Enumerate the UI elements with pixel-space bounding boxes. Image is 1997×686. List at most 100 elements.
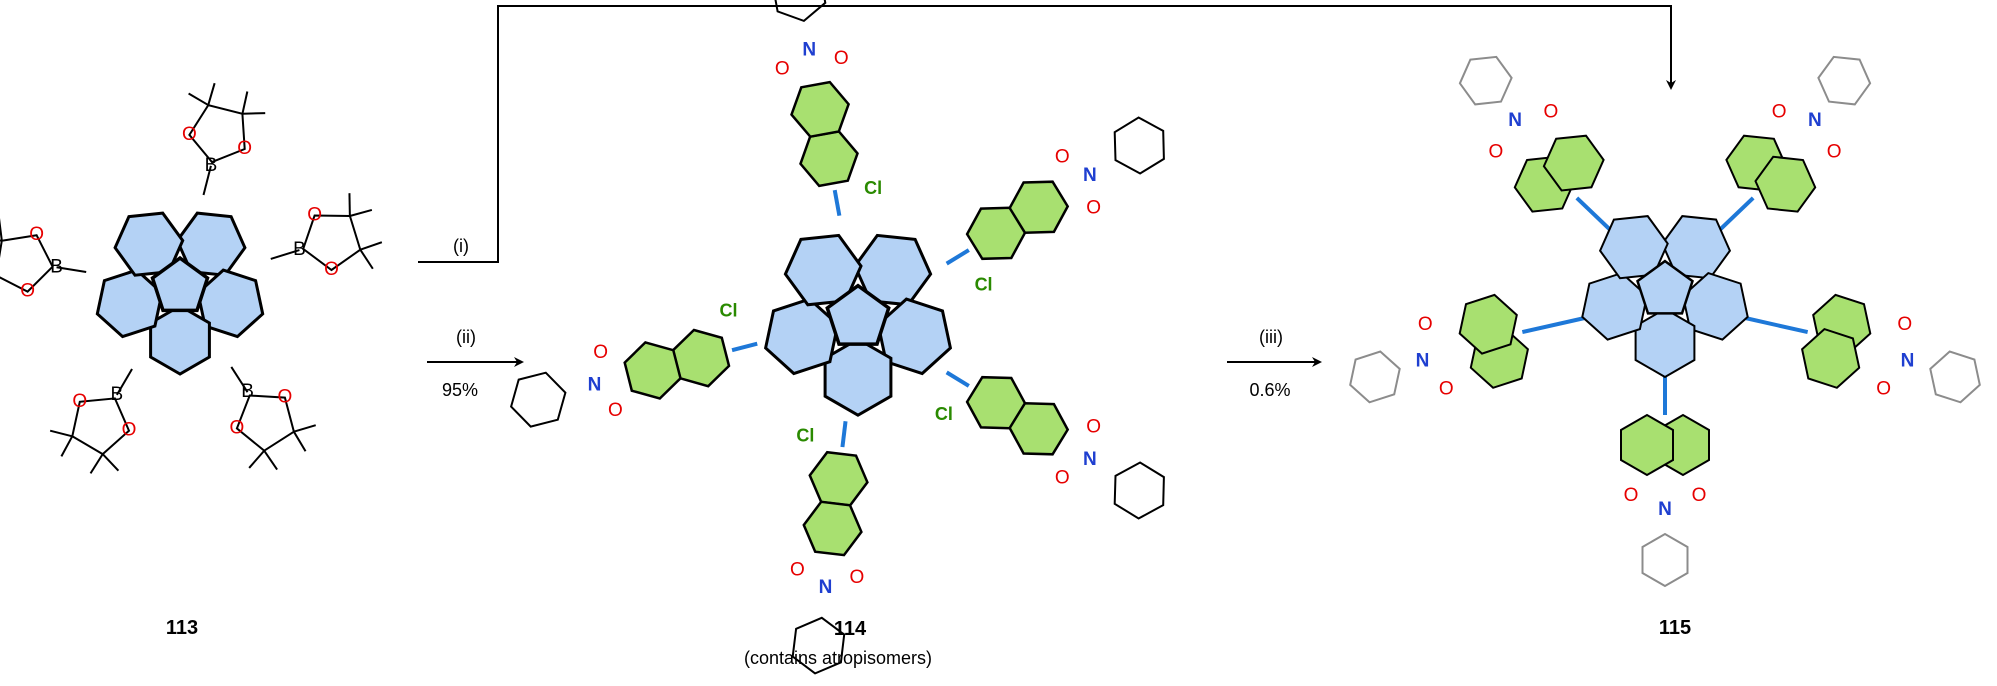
chlorine-atom: Cl xyxy=(796,425,814,445)
boron-atom: B xyxy=(293,239,306,260)
methyl-bond xyxy=(349,209,373,217)
compound-label-115: 115 xyxy=(1659,617,1691,639)
corannulene-core-115 xyxy=(1581,215,1749,379)
c-b-bond xyxy=(116,368,133,396)
compound-label-113: 113 xyxy=(166,617,198,639)
imide-oxygen: O xyxy=(775,59,790,80)
imide-oxygen: O xyxy=(1086,198,1101,219)
step-iii-label: (iii) xyxy=(1259,327,1283,347)
core-pentagon xyxy=(825,283,891,346)
fused-naphthalene-ring xyxy=(1542,134,1605,192)
chlorine-atom: Cl xyxy=(975,274,993,294)
step-iii-yield: 0.6% xyxy=(1249,380,1290,400)
methyl-bond xyxy=(241,91,249,115)
fused-naphthalene-ring xyxy=(1458,293,1518,355)
imide-oxygen: O xyxy=(1055,147,1070,168)
imide-nitrogen: N xyxy=(1808,110,1822,131)
boron-atom: B xyxy=(205,155,218,176)
fused-naphthalene-ring xyxy=(1801,327,1861,389)
dioxaborolane-ring xyxy=(235,394,296,452)
naphthalene-ring xyxy=(802,500,863,557)
diisopropylphenyl-ring xyxy=(791,616,846,675)
compound-label-114: 114 xyxy=(834,618,867,640)
corannulene-core-114 xyxy=(763,233,953,417)
imide-oxygen: O xyxy=(1055,467,1070,488)
oxygen-atom: O xyxy=(324,259,339,280)
compound-note-114: (contains atropisomers) xyxy=(744,648,932,668)
fused-naphthalene-ring xyxy=(1620,413,1674,477)
core-hexagon xyxy=(823,337,893,417)
oxygen-atom: O xyxy=(307,205,322,226)
imide-nitrogen: N xyxy=(1416,350,1430,371)
imide-oxygen: O xyxy=(1488,141,1503,162)
boron-atom: B xyxy=(241,381,254,402)
imide-oxygen: O xyxy=(1692,485,1707,506)
imide-oxygen: O xyxy=(1439,378,1454,399)
aryl-link-bond xyxy=(945,248,970,266)
boron-atom: B xyxy=(111,384,124,405)
fused-link-bond xyxy=(1521,314,1592,335)
imide-oxygen: O xyxy=(850,567,865,588)
core-hexagon xyxy=(1634,307,1696,379)
chlorine-atom: Cl xyxy=(864,178,882,198)
imide-oxygen: O xyxy=(1624,485,1639,506)
methyl-bond xyxy=(242,112,266,115)
aryl-link-bond xyxy=(945,370,970,388)
dioxaborolane-ring xyxy=(302,214,362,272)
methyl-bond xyxy=(49,429,73,438)
oxygen-atom: O xyxy=(229,417,244,438)
methyl-bond xyxy=(0,217,3,241)
imide-nitrogen: N xyxy=(1658,499,1672,520)
naphthalene-ring xyxy=(808,450,869,507)
diisopropylphenyl-ring xyxy=(1929,350,1981,404)
step-ii-yield: 95% xyxy=(442,380,478,400)
imide-nitrogen: N xyxy=(802,39,816,60)
c-b-bond xyxy=(202,165,212,196)
fused-naphthalene-ring xyxy=(1754,155,1817,213)
imide-oxygen: O xyxy=(1772,101,1787,122)
naphthalene-ring xyxy=(799,129,859,188)
methyl-bond xyxy=(207,82,216,106)
boron-atom: B xyxy=(50,256,63,277)
naphthalene-ring xyxy=(790,80,851,139)
dioxaborolane-ring xyxy=(71,397,131,456)
imide-oxygen: O xyxy=(1086,416,1101,437)
methyl-bond xyxy=(359,249,374,270)
imide-nitrogen: N xyxy=(1083,449,1097,470)
diisopropylphenyl-ring xyxy=(1817,55,1872,106)
oxygen-atom: O xyxy=(72,391,87,412)
diisopropylphenyl-ring xyxy=(1113,461,1165,520)
imide-nitrogen: N xyxy=(1083,165,1097,186)
naphthalene-ring xyxy=(623,341,682,400)
imide-oxygen: O xyxy=(593,342,608,363)
imide-oxygen: O xyxy=(1897,314,1912,335)
c-b-bond xyxy=(230,366,249,393)
oxygen-atom: O xyxy=(122,420,137,441)
core-hexagon xyxy=(149,304,211,376)
methyl-bond xyxy=(359,241,383,251)
methyl-bond xyxy=(60,435,74,457)
c-b-bond xyxy=(56,266,87,274)
imide-nitrogen: N xyxy=(588,374,602,395)
diisopropylphenyl-ring xyxy=(774,0,827,23)
oxygen-atom: O xyxy=(20,281,35,302)
methyl-bond xyxy=(188,92,209,106)
arrow-step-i xyxy=(418,5,1676,263)
oxygen-atom: O xyxy=(237,138,252,159)
fused-naphthalimide-ring-115 xyxy=(1458,134,1872,477)
oxygen-atom: O xyxy=(278,387,293,408)
diisopropylphenyl-ring xyxy=(1113,116,1165,175)
methyl-bond xyxy=(293,431,307,452)
dioxaborolane-ring xyxy=(188,103,246,164)
methyl-bond xyxy=(89,453,104,474)
imide-oxygen: O xyxy=(1418,314,1433,335)
diisopropylphenyl-ring xyxy=(1349,350,1401,404)
aryl-link-bond xyxy=(840,421,848,448)
methyl-bond xyxy=(293,424,317,433)
aryl-link-bond xyxy=(832,189,842,217)
